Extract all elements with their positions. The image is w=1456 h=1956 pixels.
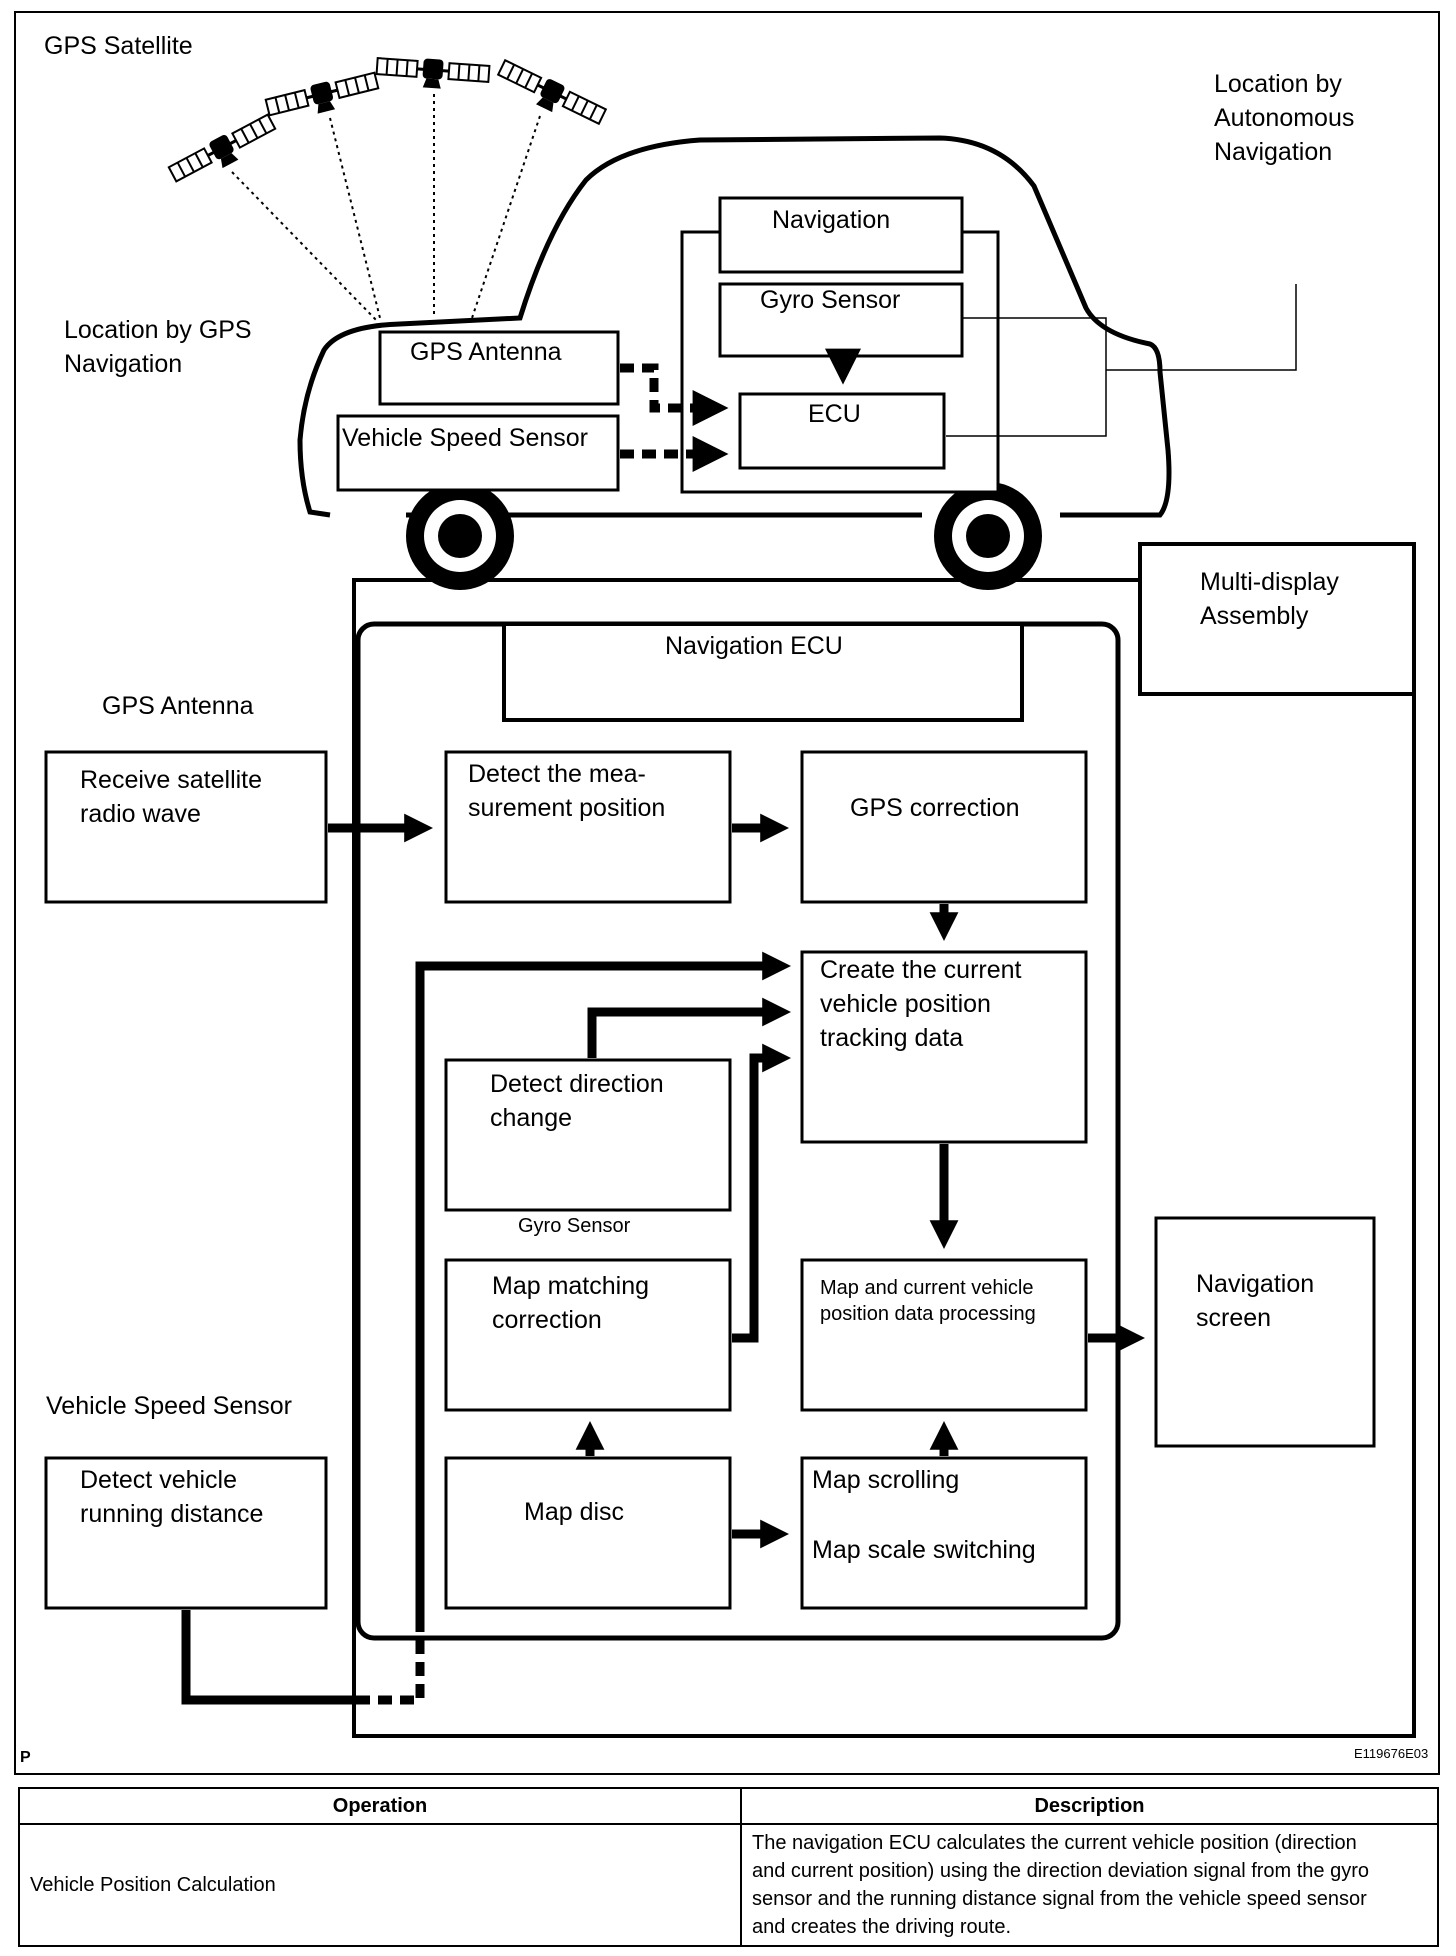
direction-to-tracking-arrow (587, 997, 791, 1058)
navigation-box-label: Navigation (772, 206, 890, 234)
satellite-icon (492, 56, 609, 135)
gps-correction-box (800, 750, 1088, 904)
running-distance-line (181, 1610, 356, 1705)
gps-antenna-box-label: GPS Antenna (410, 338, 562, 366)
location-by-autonomous-label-line3: Navigation (1214, 138, 1332, 166)
map-processing-label-line2: position data processing (820, 1303, 1036, 1325)
create-tracking-box (800, 950, 1088, 1144)
receive-satellite-label: Receive satellite (80, 766, 262, 794)
navigation-ecu-title-box (502, 622, 1024, 722)
map-processing-label: Map and current vehicle (820, 1277, 1033, 1299)
location-by-gps-label: Location by GPS (64, 316, 252, 344)
gyro-sensor-box-label: Gyro Sensor (760, 286, 900, 314)
satellite-icon (165, 110, 282, 192)
operation-cell: Vehicle Position Calculation (18, 1823, 742, 1947)
map-disc-label: Map disc (524, 1498, 624, 1526)
navigation-screen-label-line2: screen (1196, 1304, 1271, 1332)
gps-antenna-to-ecu-arrow (620, 363, 729, 426)
ecu-box-label: ECU (808, 400, 861, 428)
detect-measurement-box (444, 750, 732, 904)
figure-frame (14, 11, 1440, 1775)
gps-antenna-flow-label: GPS Antenna (102, 692, 254, 720)
vehicle-speed-sensor-box (336, 414, 620, 492)
navigation-screen-box (1154, 1216, 1376, 1448)
location-by-autonomous-label-line2: Autonomous (1214, 104, 1354, 132)
detect-direction-label: Detect direction (490, 1070, 664, 1098)
multi-display-assembly-label-line2: Assembly (1200, 602, 1309, 630)
gps-satellite-label: GPS Satellite (44, 32, 193, 60)
table-header-row: Operation Description (18, 1787, 1439, 1825)
detect-running-label: Detect vehicle (80, 1466, 237, 1494)
receive-satellite-label-line2: radio wave (80, 800, 201, 828)
description-line: and creates the driving route. (752, 1916, 1012, 1938)
create-tracking-label-line2: vehicle position (820, 990, 991, 1018)
create-tracking-label: Create the current (820, 956, 1022, 984)
multi-display-assembly-frame (352, 578, 1416, 1738)
detect-running-label-line2: running distance (80, 1500, 263, 1528)
description-line: The navigation ECU calculates the curren… (752, 1832, 1357, 1854)
gps-correction-label: GPS correction (850, 794, 1020, 822)
description-line: and current position) using the directio… (752, 1860, 1370, 1882)
description-header: Description (740, 1787, 1439, 1825)
map-matching-to-tracking-arrow (732, 1043, 791, 1343)
receive-satellite-box (44, 750, 328, 904)
detect-direction-label-line2: change (490, 1104, 572, 1132)
figure-code: E119676E03 (1354, 1746, 1428, 1761)
navigation-screen-label: Navigation (1196, 1270, 1314, 1298)
detect-measurement-label-line2: surement position (468, 794, 665, 822)
detect-running-box (44, 1456, 328, 1610)
radio-waves (231, 94, 541, 323)
multi-display-assembly-box (1138, 542, 1416, 696)
corner-p-label: P (20, 1749, 31, 1766)
create-tracking-label-line3: tracking data (820, 1024, 963, 1052)
map-matching-label-line2: correction (492, 1306, 602, 1334)
navigation-box (718, 196, 964, 274)
running-distance-dashed-line (356, 1620, 425, 1705)
autonomous-nav-wiring (946, 284, 1297, 437)
detect-direction-box (444, 1058, 732, 1212)
vehicle-speed-sensor-box-label: Vehicle Speed Sensor (342, 424, 588, 452)
description-cell: The navigation ECU calculates the curren… (740, 1823, 1439, 1947)
gyro-sensor-flow-label: Gyro Sensor (518, 1215, 631, 1237)
table-row: Vehicle Position Calculation The navigat… (18, 1823, 1439, 1947)
operation-header: Operation (18, 1787, 742, 1825)
location-by-autonomous-label: Location by (1214, 70, 1342, 98)
speed-to-tracking-arrow (415, 951, 791, 1620)
detect-measurement-label: Detect the mea- (468, 760, 646, 788)
navigation-system-diagram: GPS Satellite Location by GPS Navigation… (14, 11, 1440, 1775)
map-disc-box (444, 1456, 732, 1610)
map-scrolling-label: Map scrolling (812, 1466, 959, 1494)
satellite-icon (374, 53, 492, 94)
operation-table: Operation Description Vehicle Position C… (18, 1787, 1439, 1947)
location-by-gps-label-line2: Navigation (64, 350, 182, 378)
map-matching-box (444, 1258, 732, 1412)
satellite-icon (263, 68, 383, 127)
map-scale-label: Map scale switching (812, 1536, 1036, 1564)
rear-wheel (934, 482, 1042, 590)
vehicle-speed-sensor-flow-label: Vehicle Speed Sensor (46, 1392, 292, 1420)
map-processing-box (800, 1258, 1088, 1412)
multi-display-assembly-label: Multi-display (1200, 568, 1339, 596)
description-line: sensor and the running distance signal f… (752, 1888, 1367, 1910)
gps-antenna-box (378, 330, 620, 406)
front-wheel (406, 482, 514, 590)
map-matching-label: Map matching (492, 1272, 649, 1300)
navigation-ecu-label: Navigation ECU (665, 632, 843, 660)
ecu-box (738, 392, 946, 470)
map-scrolling-box (800, 1456, 1088, 1610)
